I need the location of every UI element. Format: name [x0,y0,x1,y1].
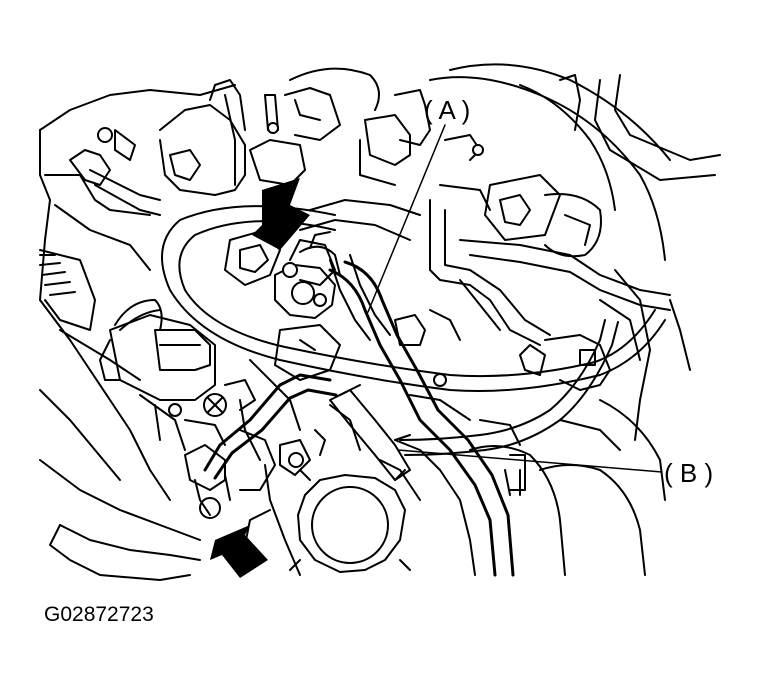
hose-b [184,319,619,519]
arrow-top-icon [252,178,310,250]
figure-id: G02872723 [44,603,154,626]
direction-arrows [210,178,310,578]
leader-line-a [367,124,446,313]
label-b: ( B ) [664,458,713,488]
hose-a [161,205,666,577]
label-a: ( A ) [424,95,470,125]
filler-cap [289,469,411,573]
sensor-assembly [99,299,276,491]
leader-lines [367,124,663,473]
leader-line-b [397,449,663,473]
arrow-bottom-icon [210,525,268,578]
engine-line-art [39,63,721,581]
